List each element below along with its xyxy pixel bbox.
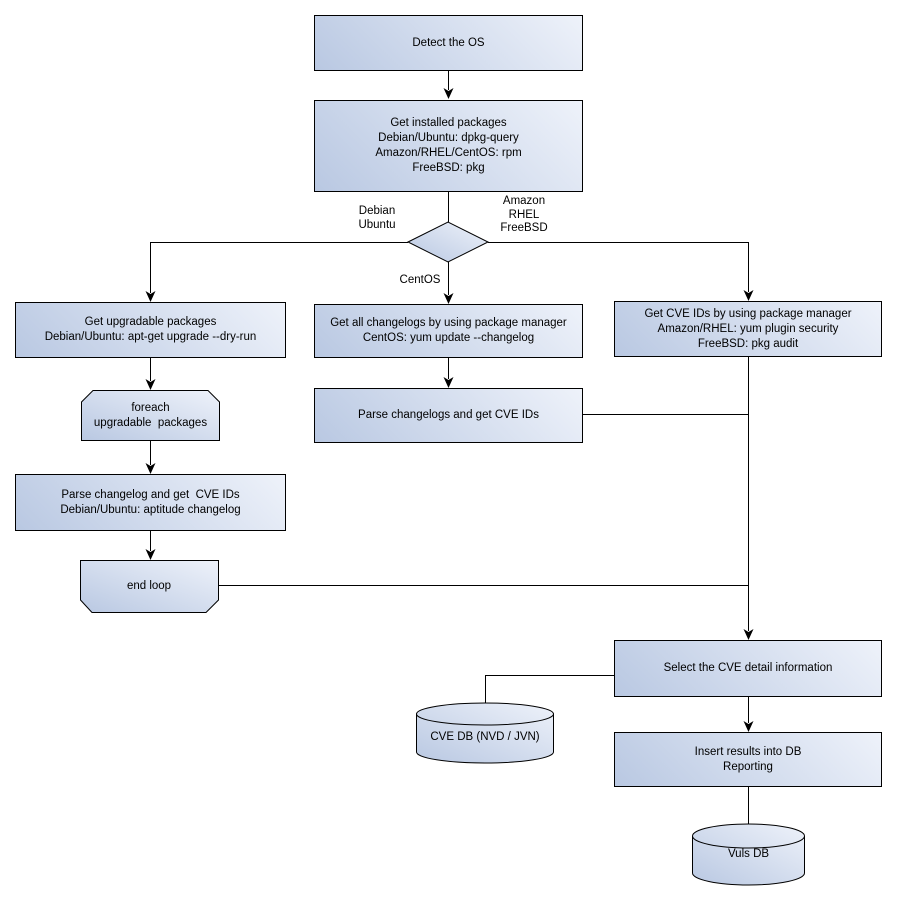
node-get-cve-ids: Get CVE IDs by using package manager Ama… xyxy=(614,301,882,357)
os-decision-diamond xyxy=(406,221,490,263)
cve-db-label: CVE DB (NVD / JVN) xyxy=(430,731,540,743)
arrowhead-into-parsechangelogs xyxy=(443,377,454,388)
branch-label-amazon-rhel-freebsd: Amazon RHEL FreeBSD xyxy=(500,195,548,234)
connector-decision-right-branch xyxy=(488,242,749,292)
node-get-installed-packages: Get installed packages Debian/Ubuntu: dp… xyxy=(314,100,583,192)
arrowhead-into-installed xyxy=(443,88,454,99)
connector-decision-left-branch xyxy=(150,242,408,293)
vuls-db-label: Vuls DB xyxy=(727,848,770,860)
arrowhead-into-foreach xyxy=(145,379,156,390)
foreach-loop-label: foreach upgradable packages xyxy=(93,402,208,429)
arrowhead-into-getcveids xyxy=(743,290,754,301)
connector-select-to-cvedb xyxy=(485,675,614,703)
branch-label-debian-ubuntu: Debian Ubuntu xyxy=(358,205,396,231)
arrowhead-into-insert xyxy=(743,721,754,732)
end-loop-label: end loop xyxy=(126,579,172,592)
branch-label-centos: CentOS xyxy=(399,274,441,286)
node-parse-changelog: Parse changelog and get CVE IDs Debian/U… xyxy=(15,474,286,531)
node-get-upgradable-packages: Get upgradable packages Debian/Ubuntu: a… xyxy=(15,302,286,358)
arrowhead-into-endloop xyxy=(145,549,156,560)
node-insert-results: Insert results into DB Reporting xyxy=(614,732,882,787)
node-parse-changelogs: Parse changelogs and get CVE IDs xyxy=(314,388,583,443)
node-select-cve-detail: Select the CVE detail information xyxy=(614,640,882,697)
node-detect-os: Detect the OS xyxy=(314,15,583,71)
arrowhead-into-parsechangelog xyxy=(145,463,156,474)
arrowhead-into-allchangelogs xyxy=(443,293,454,304)
arrowhead-into-upgradable xyxy=(145,291,156,302)
node-get-all-changelogs: Get all changelogs by using package mana… xyxy=(314,304,583,358)
arrowhead-into-select xyxy=(743,629,754,640)
